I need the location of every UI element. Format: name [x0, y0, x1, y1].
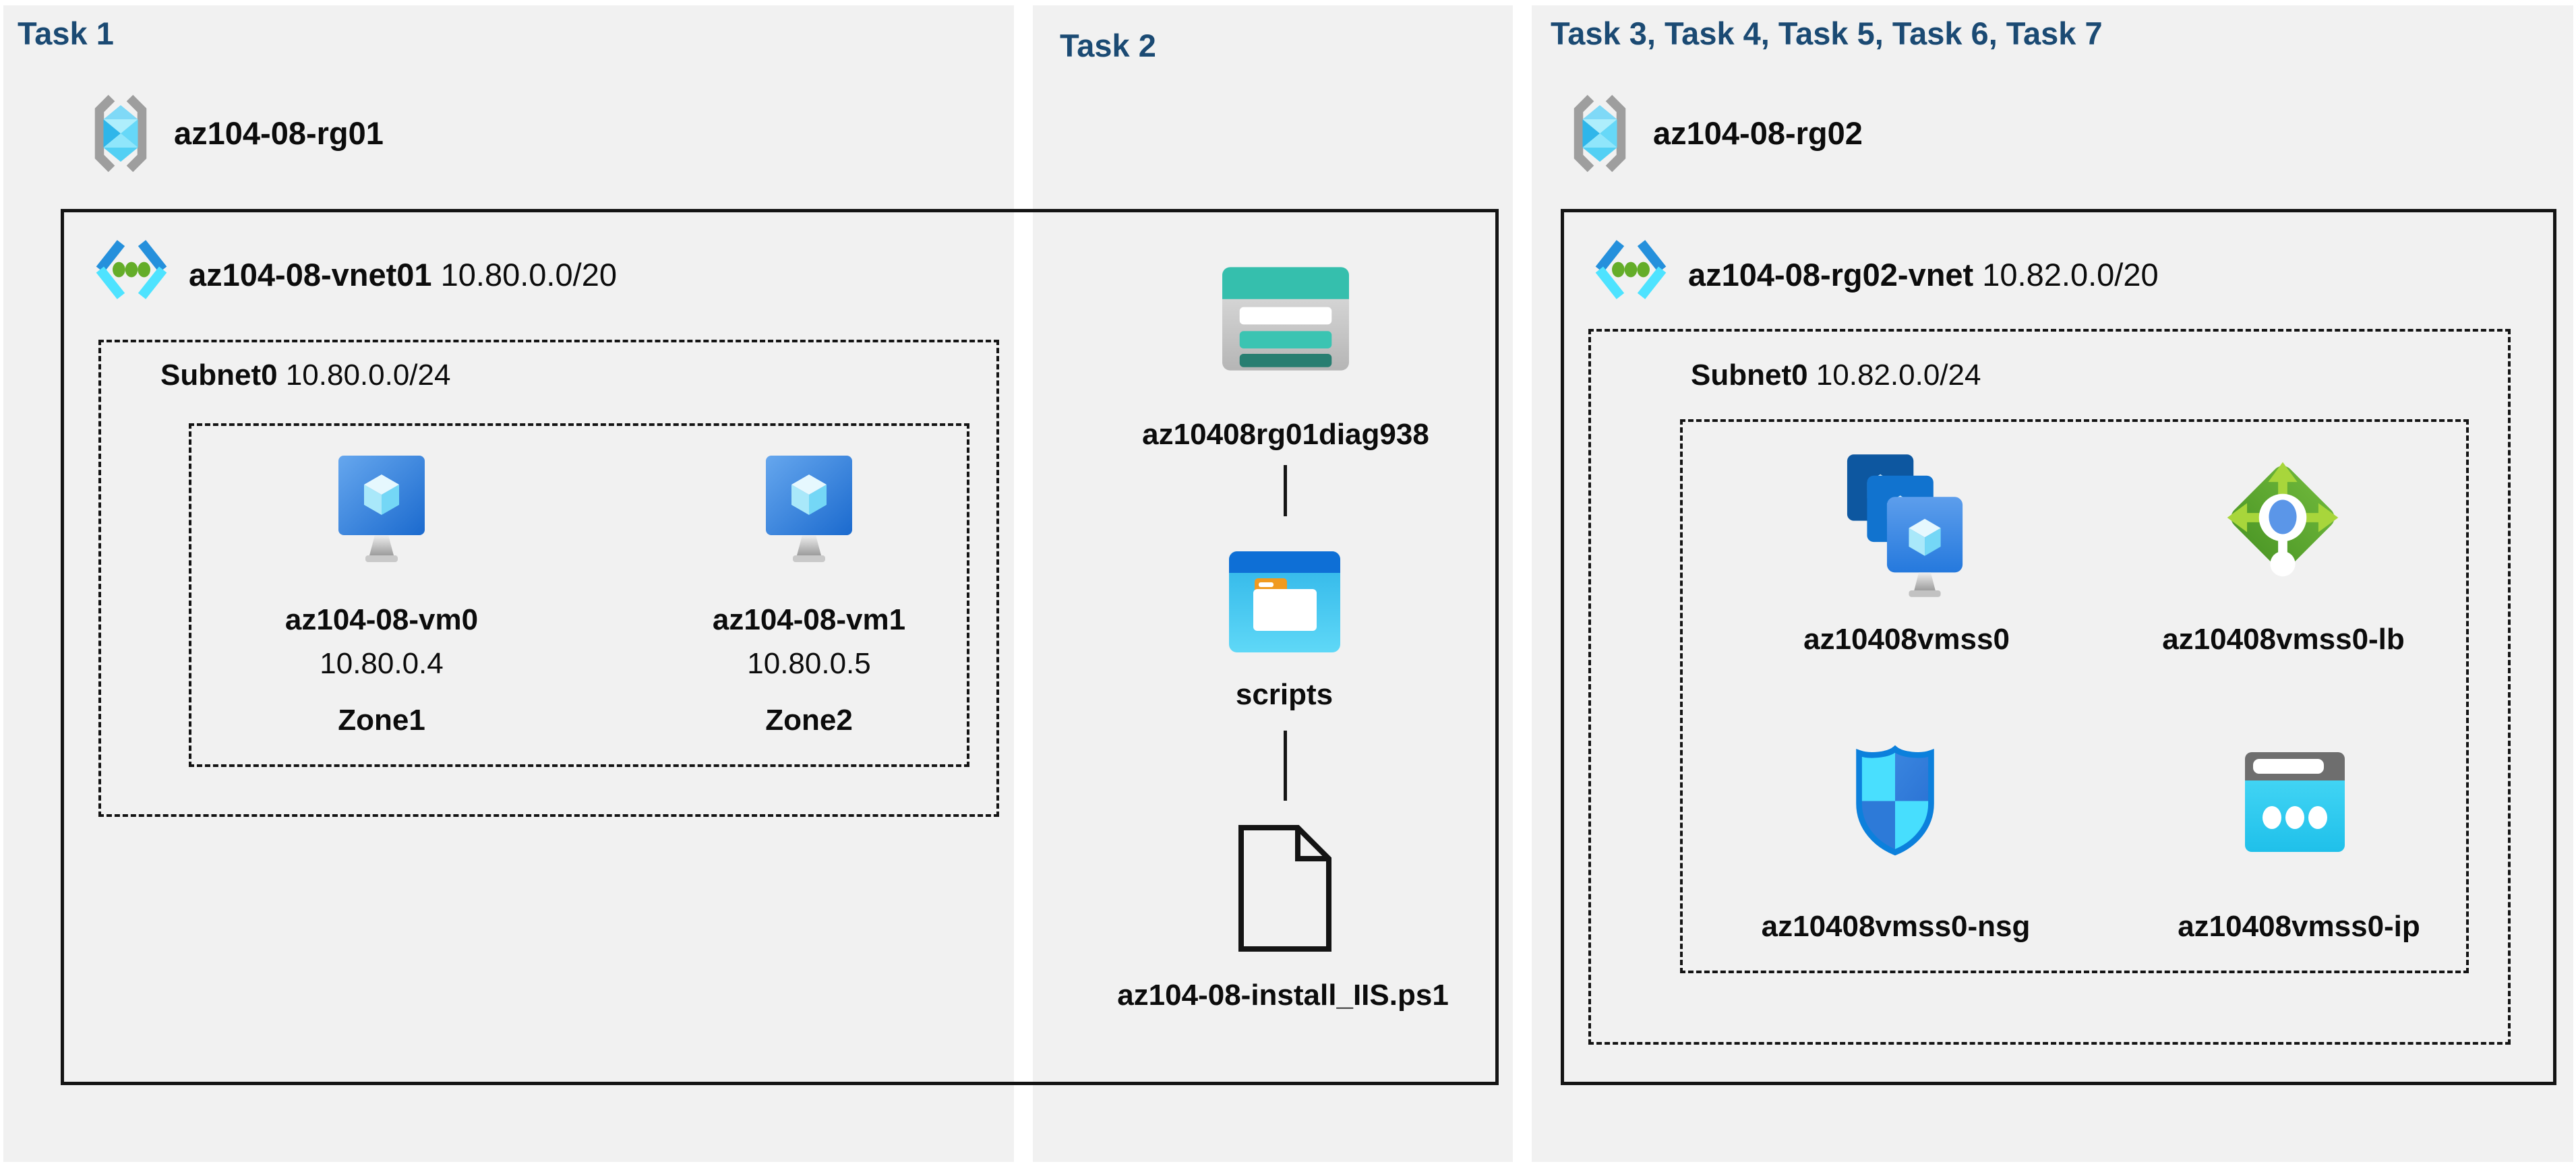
vmss-name: az10408vmss0: [1803, 623, 2010, 656]
zones-box: [189, 423, 969, 767]
virtual-network-icon: [96, 240, 167, 299]
connector-line: [1284, 731, 1287, 801]
load-balancer-icon: [2227, 462, 2339, 577]
container-name: scripts: [1235, 678, 1334, 711]
task3-header: Task 3, Task 4, Task 5, Task 6, Task 7: [1551, 16, 2103, 51]
subnet2-box: [1588, 329, 2511, 1045]
task1-header: Task 1: [18, 16, 114, 51]
public-ip-icon: [2245, 752, 2345, 852]
vm1-ip: 10.80.0.5: [747, 647, 871, 680]
resource-group-name: az104-08-rg02: [1653, 115, 1863, 151]
storage-account-icon: [1222, 267, 1349, 371]
vm0-ip: 10.80.0.4: [320, 647, 444, 680]
task1-panel: [3, 5, 1014, 1162]
vnet2-name: az104-08-rg02-vnet: [1688, 257, 1974, 293]
virtual-machine-icon: [338, 456, 425, 562]
vm1-name: az104-08-vm1: [712, 603, 906, 636]
vm0-name: az104-08-vm0: [284, 603, 479, 636]
public-ip-name: az10408vmss0-ip: [2178, 910, 2420, 943]
subnet2-name: Subnet0: [1691, 359, 1808, 392]
vnet2-cidr: 10.82.0.0/20: [1982, 257, 2159, 293]
vnet2-label: az104-08-rg02-vnet 10.82.0.0/20: [1688, 256, 2159, 293]
task3-panel: [1532, 5, 2573, 1162]
script-file-icon: [1238, 825, 1331, 952]
folder-container-icon: [1229, 551, 1340, 652]
nsg-name: az10408vmss0-nsg: [1761, 910, 2031, 943]
resource-group-icon: [1574, 94, 1626, 173]
vm0-zone: Zone1: [338, 704, 425, 737]
vnet1-box: [61, 209, 1499, 1085]
resource-group-icon: [94, 94, 147, 173]
subnet2-cidr: 10.82.0.0/24: [1816, 359, 1981, 392]
subnet1-cidr: 10.80.0.0/24: [285, 359, 451, 392]
subnet1-label: Subnet0 10.80.0.0/24: [160, 359, 450, 392]
vnet1-cidr: 10.80.0.0/20: [440, 257, 617, 293]
vnet1-name: az104-08-vnet01: [189, 257, 432, 293]
subnet1-box: [98, 340, 999, 817]
vm1-zone: Zone2: [765, 704, 853, 737]
nsg-icon: [1856, 745, 1934, 856]
virtual-network-icon: [1595, 240, 1667, 299]
load-balancer-name: az10408vmss0-lb: [2162, 623, 2405, 656]
resource-group-name: az104-08-rg01: [174, 115, 384, 151]
subnet2-label: Subnet0 10.82.0.0/24: [1691, 359, 1981, 392]
vnet2-box: [1561, 209, 2556, 1085]
storage-account-name: az10408rg01diag938: [1142, 418, 1429, 451]
connector-line: [1284, 465, 1287, 516]
vm-scale-set-icon: [1847, 454, 1963, 597]
task2-header: Task 2: [1060, 28, 1156, 63]
script-file-name: az104-08-install_IIS.ps1: [1117, 979, 1449, 1012]
vnet1-label: az104-08-vnet01 10.80.0.0/20: [189, 256, 617, 293]
vmss-group-box: [1680, 419, 2469, 973]
subnet1-name: Subnet0: [160, 359, 278, 392]
virtual-machine-icon: [766, 456, 852, 562]
